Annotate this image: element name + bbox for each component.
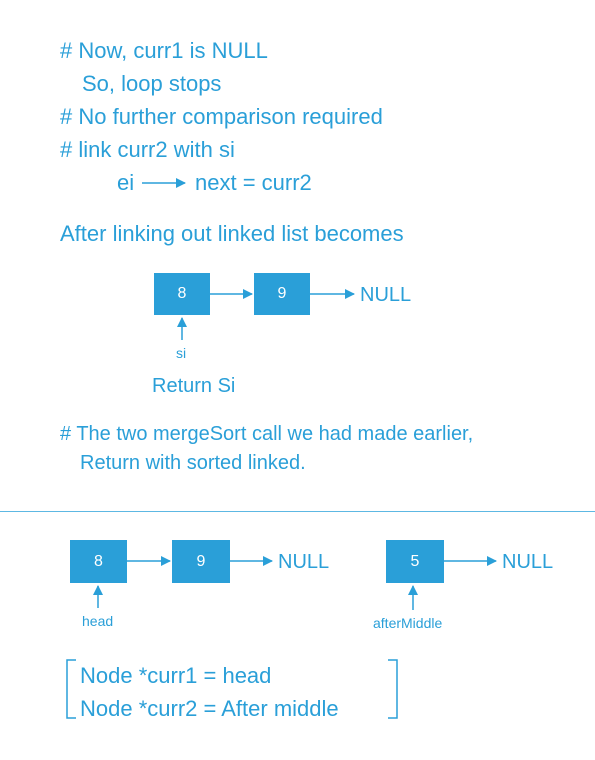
note-line-2: So, loop stops [82, 71, 222, 96]
return-label: Return Si [152, 375, 236, 397]
list3-node-1: 5 [386, 540, 444, 583]
list2-node-2: 9 [172, 540, 230, 583]
note-line-3: # No further comparison required [60, 104, 383, 129]
code-line-2: Node *curr2 = After middle [80, 696, 339, 721]
note-line-5-left: ei [117, 170, 135, 195]
list3-null-label: NULL [502, 551, 554, 573]
list2-node-1: 8 [70, 540, 127, 583]
code-right-bracket [388, 659, 398, 719]
code-left-bracket [66, 659, 76, 719]
note-line-5-right: next = curr2 [195, 170, 312, 195]
code-line-1: Node *curr1 = head [80, 663, 272, 688]
list1-node-1: 8 [154, 273, 210, 315]
list1-node-2: 9 [254, 273, 310, 315]
list3-pointer-label: afterMiddle [373, 615, 443, 631]
list2-null-label: NULL [278, 551, 330, 573]
list1-pointer-label: si [176, 345, 187, 361]
note-line-4: # link curr2 with si [60, 137, 235, 162]
section-divider [0, 511, 595, 512]
list2-pointer-label: head [82, 613, 114, 629]
list1-null-label: NULL [360, 284, 412, 306]
after-linking-heading: After linking out linked list becomes [60, 221, 404, 246]
note-line-1: # Now, curr1 is NULL [60, 38, 268, 63]
merge-note-line-1: # The two mergeSort call we had made ear… [60, 423, 474, 445]
merge-note-line-2: Return with sorted linked. [80, 452, 306, 474]
